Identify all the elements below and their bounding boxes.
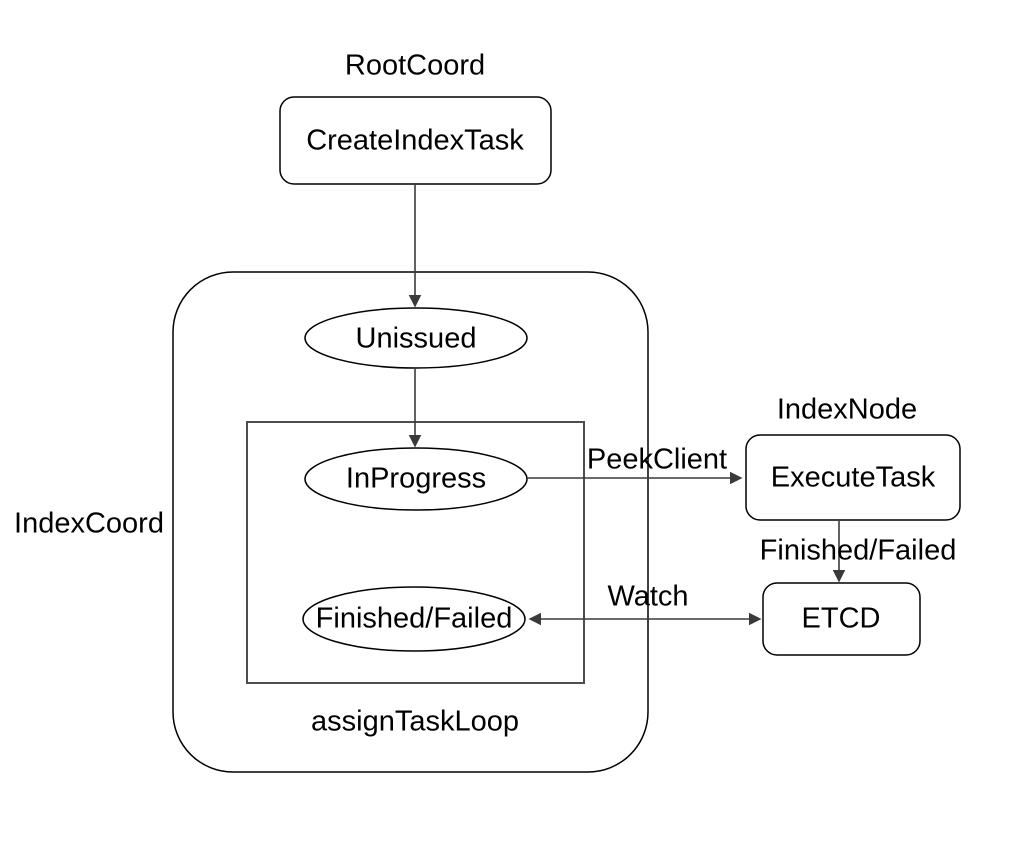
create-index-task-label: CreateIndexTask <box>306 124 524 157</box>
etcd-shape <box>762 582 921 656</box>
index-coord-label: IndexCoord <box>14 507 164 540</box>
finished-failed-state-label: Finished/Failed <box>315 602 513 635</box>
assign-task-loop-label: assignTaskLoop <box>311 705 519 738</box>
index-coord-container-shape <box>172 271 649 773</box>
watch-edge-label: Watch <box>607 580 689 613</box>
finished-failed-edge-label: Finished/Failed <box>759 534 957 567</box>
unissued-ellipse <box>304 307 528 369</box>
execute-task-label: ExecuteTask <box>770 461 936 494</box>
root-coord-label: RootCoord <box>344 49 486 82</box>
execute-task-shape <box>745 434 961 521</box>
in-progress-label: InProgress <box>345 462 487 495</box>
in-progress-ellipse <box>304 447 528 511</box>
index-node-label: IndexNode <box>776 393 918 426</box>
peek-client-edge-label: PeekClient <box>586 443 728 476</box>
unissued-label: Unissued <box>355 322 477 355</box>
etcd-label: ETCD <box>801 602 881 635</box>
finished-failed-ellipse <box>302 586 526 652</box>
